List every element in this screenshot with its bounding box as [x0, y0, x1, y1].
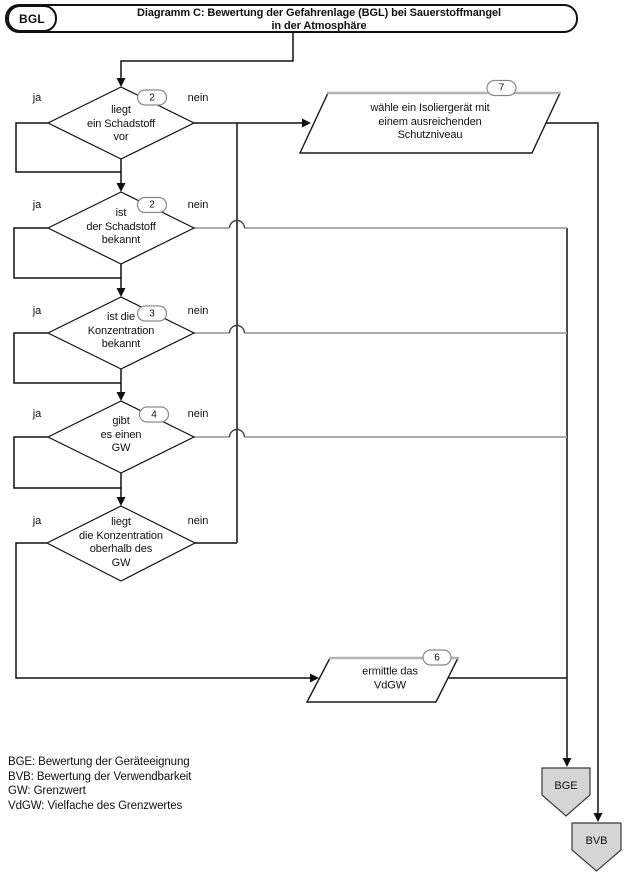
process-line: wähle ein Isoliergerät mit	[370, 101, 490, 114]
label-nein-5: nein	[187, 515, 209, 527]
decision-1-badge: 2	[149, 92, 155, 103]
arrowheads	[116, 78, 603, 822]
terminal-bge: BGE	[554, 780, 578, 792]
decision-5-shape	[45, 505, 197, 582]
process-6-badge-shape	[422, 649, 452, 666]
decision-4-badge: 4	[151, 409, 157, 420]
decision-line: es einen	[100, 428, 142, 441]
decision-2-badge: 2	[149, 199, 155, 211]
label-nein-3: nein	[187, 305, 209, 317]
badge-shapes	[136, 79, 517, 666]
edge-header-to-d1	[120, 33, 294, 79]
arrow-down-icon	[116, 392, 126, 401]
label-nein-2: nein	[187, 199, 209, 211]
label-ja-3: ja	[32, 305, 42, 317]
process-line: VdGW	[374, 679, 406, 691]
decision-2-text: ist der Schadstoff bekannt	[86, 207, 155, 248]
decision-line: ist	[115, 206, 127, 219]
decision-1-text: liegt ein Schadstoff vor	[87, 104, 155, 145]
legend: BGE: Bewertung der Geräteeignung BVB: Be…	[8, 755, 191, 813]
decision-5-text: liegt die Konzentration oberhalb des GW	[79, 516, 163, 570]
diagram-title: Diagramm C: Bewertung der Gefahrenlage (…	[60, 7, 578, 33]
hop-icon	[228, 428, 246, 438]
hop-icon	[228, 219, 246, 229]
label-ja-5: ja	[32, 515, 42, 527]
label-ja-1: ja	[32, 92, 42, 104]
title-line-2: in der Atmosphäre	[271, 20, 367, 32]
legend-line: BGE: Bewertung der Geräteeignung	[8, 756, 190, 768]
crossover-hops	[228, 219, 246, 438]
arrow-down-icon	[116, 78, 126, 87]
terminal-bge-shape	[541, 767, 591, 817]
decision-line: liegt	[111, 516, 131, 528]
arrow-down-icon	[562, 758, 572, 767]
connector-lines	[13, 33, 599, 814]
label-ja-2: ja	[32, 199, 42, 211]
process-line: ermittle das	[362, 665, 418, 678]
arrow-down-icon	[116, 497, 126, 506]
arrow-right-icon	[302, 118, 311, 128]
terminal-bvb-shape	[571, 822, 622, 872]
process-isoliergeraet-text: wähle ein Isoliergerät mit einem ausreic…	[370, 102, 489, 143]
decision-line: bekannt	[101, 337, 141, 350]
decision-1-badge-shape	[136, 89, 168, 106]
decision-line: bekannt	[101, 233, 141, 246]
arrow-down-icon	[116, 288, 126, 297]
decision-line: die Konzentration	[79, 529, 163, 542]
legend-line: VdGW: Vielfache des Grenzwertes	[8, 799, 183, 812]
decision-line: liegt	[111, 103, 131, 116]
legend-line: GW: Grenzwert	[8, 785, 86, 797]
hop-icon	[228, 324, 246, 334]
decision-line: vor	[113, 130, 129, 143]
legend-line: BVB: Bewertung der Verwendbarkeit	[8, 770, 192, 783]
title-line-1: Diagramm C: Bewertung der Gefahrenlage (…	[137, 7, 501, 19]
decision-3-badge: 3	[149, 308, 155, 319]
decision-3-text: ist die Konzentration bekannt	[88, 311, 155, 352]
label-ja-4: ja	[32, 408, 42, 420]
decision-line: ein Schadstoff	[86, 117, 156, 130]
decision-2-badge-shape	[136, 196, 168, 214]
decision-3-badge-shape	[136, 305, 168, 322]
label-nein-1: nein	[187, 92, 209, 104]
process-7-badge-shape	[486, 79, 517, 97]
terminal-bvb: BVB	[585, 835, 608, 847]
edge-d2-ja-loop	[13, 227, 121, 279]
arrow-down-icon	[593, 813, 603, 822]
process-line: Schutzniveau	[397, 128, 463, 141]
arrow-right-icon	[310, 673, 319, 683]
edge-d3-ja-loop	[13, 332, 121, 384]
edge-p7-to-bvb	[546, 122, 599, 814]
process-7-badge: 7	[498, 82, 505, 94]
decision-line: gibt	[112, 414, 130, 427]
decision-line: ist die	[106, 310, 136, 323]
crossover-lines	[194, 227, 567, 438]
process-vdgw-text: ermittle das VdGW	[362, 666, 418, 693]
edge-d4-ja-loop	[13, 436, 121, 489]
decision-line: oberhalb des	[89, 543, 153, 555]
decision-line: Konzentration	[87, 324, 155, 337]
edge-d1-ja-loop	[15, 122, 121, 173]
bgl-tag: BGL	[7, 5, 57, 32]
decision-line: GW	[111, 441, 131, 454]
edge-d5-ja-to-p6	[15, 542, 311, 679]
process-6-badge: 6	[434, 652, 440, 663]
decision-4-badge-shape	[138, 406, 170, 423]
label-nein-4: nein	[187, 408, 209, 420]
process-shapes	[298, 91, 562, 703]
terminal-shapes	[541, 767, 622, 872]
decision-line: GW	[111, 556, 131, 569]
arrow-down-icon	[116, 183, 126, 192]
decision-4-text: gibt es einen GW	[101, 415, 142, 456]
decision-line: der Schadstoff	[86, 220, 156, 233]
header-banner	[5, 4, 578, 33]
process-line: einem ausreichenden	[378, 115, 482, 128]
